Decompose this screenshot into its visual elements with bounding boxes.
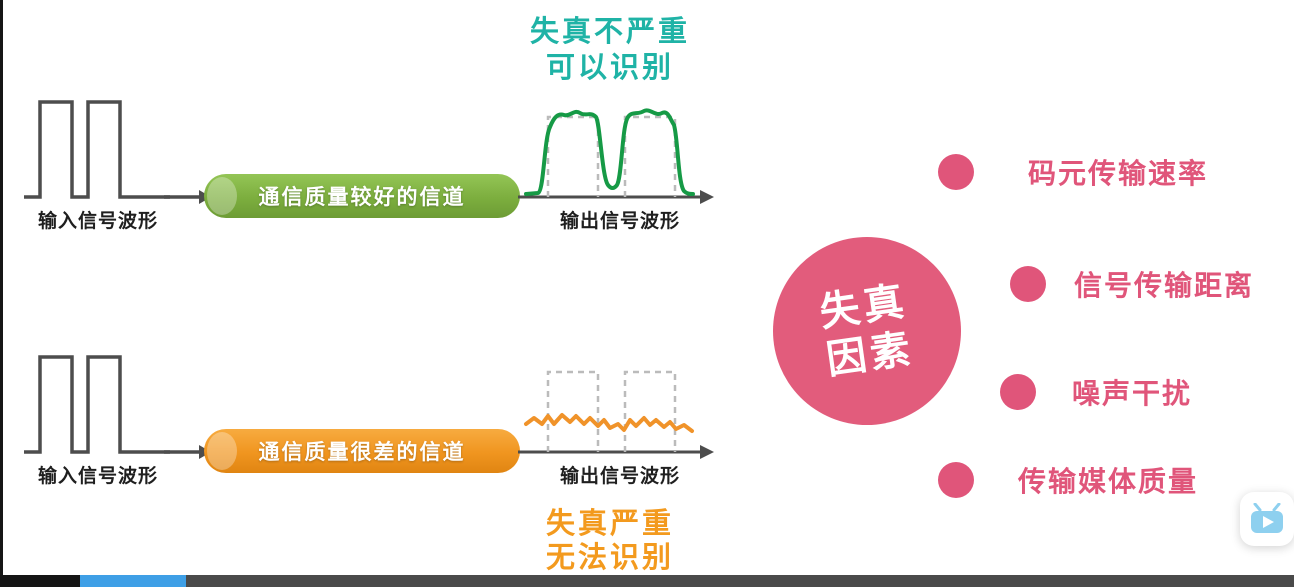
- factor-item-symbol-rate: 码元传输速率: [938, 152, 1208, 192]
- screen-left-edge: [0, 0, 3, 587]
- input-waveform-label-good: 输入信号波形: [37, 211, 158, 232]
- factor-label: 码元传输速率: [1028, 158, 1209, 189]
- progress-remaining-segment: [186, 575, 1294, 587]
- bullet-dot-icon: [1010, 266, 1046, 302]
- factor-label: 传输媒体质量: [1018, 466, 1199, 497]
- bullet-dot-icon: [938, 462, 974, 498]
- dashed-reference-pulse-2: [623, 115, 677, 197]
- distortion-circle-text: 失真 因素: [817, 279, 917, 383]
- output-waveform-label-good: 输出信号波形: [559, 211, 680, 232]
- video-progress-bar[interactable]: [0, 575, 1294, 587]
- input-square-waveform-bad: [24, 355, 170, 454]
- input-square-waveform-good: [24, 100, 170, 199]
- bad-channel-note-line2: 无法识别: [545, 542, 674, 574]
- good-channel-cylinder: 通信质量较好的信道: [204, 174, 520, 218]
- distorted-green-wave: [524, 108, 695, 196]
- good-channel-note-line1: 失真不严重: [529, 16, 690, 48]
- cylinder-cap: [207, 432, 237, 470]
- good-channel-note-line2: 可以识别: [545, 52, 674, 84]
- dashed-reference-pulse-2: [623, 370, 677, 452]
- factor-item-noise-interference: 噪声干扰: [1000, 372, 1192, 412]
- output-waveform-label-bad: 输出信号波形: [559, 466, 680, 487]
- output-waveform-bad: [518, 370, 714, 459]
- bad-channel-label: 通信质量很差的信道: [258, 441, 466, 464]
- bullet-dot-icon: [938, 154, 974, 190]
- dashed-reference-pulse-1: [546, 115, 600, 197]
- distortion-factors-circle: 失真 因素: [773, 237, 961, 425]
- bullet-dot-icon: [1000, 374, 1036, 410]
- distorted-orange-wave: [524, 413, 694, 433]
- cylinder-cap: [207, 177, 237, 215]
- factor-item-transmission-distance: 信号传输距离: [1010, 264, 1254, 304]
- dashed-reference-pulse-1: [546, 370, 600, 452]
- output-waveform-good: [518, 108, 714, 204]
- tv-play-icon: [1251, 503, 1283, 533]
- input-waveform-label-bad: 输入信号波形: [37, 466, 158, 487]
- good-channel-label: 通信质量较好的信道: [258, 186, 466, 209]
- mini-player-button[interactable]: [1240, 492, 1294, 546]
- progress-watched-segment: [80, 575, 186, 587]
- factor-item-media-quality: 传输媒体质量: [938, 460, 1198, 500]
- progress-leading-segment: [0, 575, 80, 587]
- factor-label: 噪声干扰: [1072, 378, 1193, 409]
- bad-channel-note-line1: 失真严重: [545, 508, 674, 540]
- factor-label: 信号传输距离: [1074, 270, 1255, 301]
- bad-channel-cylinder: 通信质量很差的信道: [204, 429, 520, 473]
